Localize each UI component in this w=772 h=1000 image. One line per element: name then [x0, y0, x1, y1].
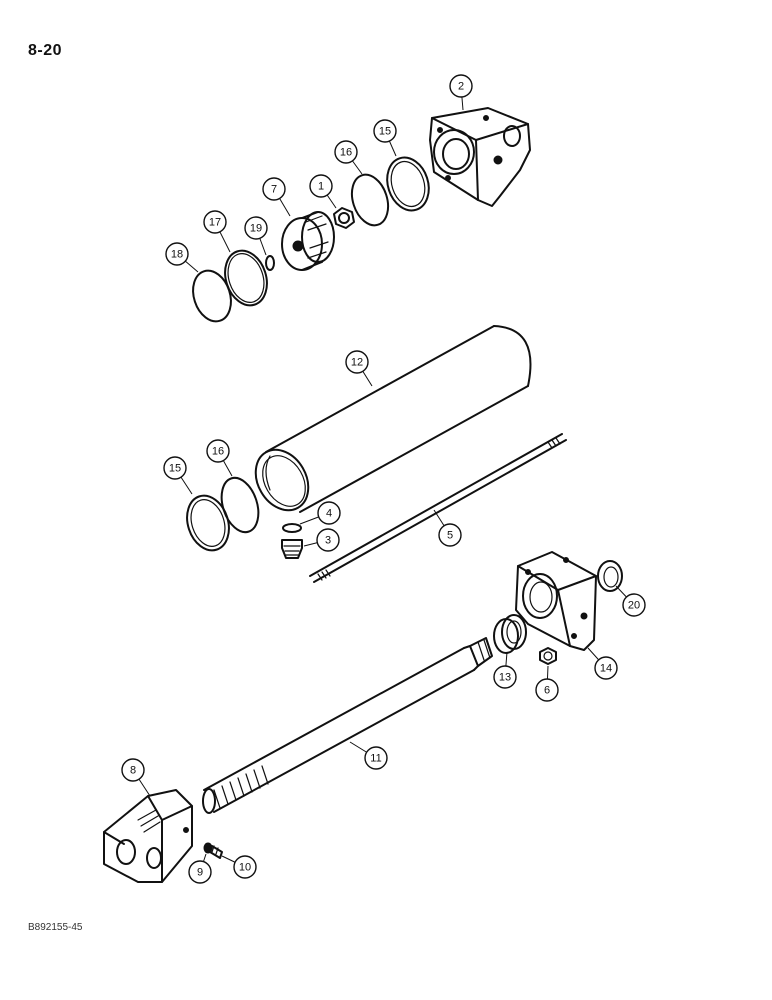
callout-label: 16 [212, 446, 224, 458]
callout-label: 7 [271, 184, 277, 196]
callout-rod-seal: 13 [493, 665, 517, 689]
callout-circle [364, 746, 388, 770]
callout-circle [188, 860, 212, 884]
callout-circle [163, 456, 187, 480]
callout-piston-rod: 11 [364, 746, 388, 770]
callout-label: 11 [370, 753, 381, 765]
piston [281, 211, 335, 271]
callout-wiper: 20 [622, 593, 646, 617]
callout-piston: 7 [262, 177, 286, 201]
o-ring-upper [350, 173, 390, 227]
callout-circle [438, 523, 462, 547]
callout-rod-nut: 6 [535, 678, 559, 702]
callout-o-ring-lower: 16 [206, 439, 230, 463]
callout-grease-fitting: 10 [233, 855, 257, 879]
callout-label: 16 [340, 147, 352, 159]
callout-label: 14 [600, 663, 612, 675]
seal-ring [192, 269, 232, 323]
callout-tie-rod: 5 [438, 523, 462, 547]
callout-label: 12 [351, 357, 363, 369]
callout-circle [535, 678, 559, 702]
callout-circle [345, 350, 369, 374]
tie-rod [309, 433, 567, 583]
callout-label: 15 [169, 463, 181, 475]
callout-label: 8 [130, 765, 136, 777]
page-number: 8-20 [28, 42, 63, 59]
callout-small-o-ring: 19 [244, 216, 268, 240]
callout-fitting: 3 [316, 528, 340, 552]
callout-backup-ring-lower: 15 [163, 456, 187, 480]
fitting-o-ring [282, 523, 302, 533]
callout-label: 15 [379, 126, 391, 138]
callout-backup-ring-upper: 15 [373, 119, 397, 143]
grease-fitting [209, 845, 223, 859]
rod-end-cap [515, 551, 597, 651]
callout-o-ring-upper: 16 [334, 140, 358, 164]
end-cap [429, 107, 531, 207]
callout-circle [244, 216, 268, 240]
callout-set-screw: 9 [188, 860, 212, 884]
callout-circle [233, 855, 257, 879]
callout-label: 1 [318, 181, 324, 193]
callout-circle [165, 242, 189, 266]
callout-circle [206, 439, 230, 463]
callout-circle [622, 593, 646, 617]
callout-label: 2 [458, 81, 464, 93]
callout-end-cap: 2 [449, 74, 473, 98]
backup-ring-lower [186, 494, 230, 552]
callout-wear-ring: 17 [203, 210, 227, 234]
callout-circle [317, 501, 341, 525]
callout-circle [121, 758, 145, 782]
callout-circle [373, 119, 397, 143]
figure-code: B892155-45 [28, 922, 83, 933]
callout-label: 10 [239, 862, 251, 874]
callout-circle [309, 174, 333, 198]
callout-label: 6 [544, 685, 550, 697]
callout-label: 13 [499, 672, 511, 684]
callout-label: 17 [209, 217, 221, 229]
callout-label: 18 [171, 249, 183, 261]
callout-rod-end-cap: 14 [594, 656, 618, 680]
callout-circle [449, 74, 473, 98]
callout-label: 4 [326, 508, 332, 520]
rod-nut [539, 647, 557, 665]
callout-label: 19 [250, 223, 262, 235]
callout-label: 9 [197, 867, 203, 879]
callout-circle [594, 656, 618, 680]
rod-seal [493, 614, 527, 654]
callout-label: 5 [447, 530, 453, 542]
backup-ring-upper [386, 156, 430, 212]
callout-clevis: 8 [121, 758, 145, 782]
callout-seal-ring: 18 [165, 242, 189, 266]
callout-fitting-o-ring: 4 [317, 501, 341, 525]
callout-circle [316, 528, 340, 552]
callout-cylinder-barrel: 12 [345, 350, 369, 374]
nut [333, 207, 355, 229]
small-o-ring [265, 255, 275, 271]
callout-circle [493, 665, 517, 689]
callout-label: 20 [628, 600, 640, 612]
callout-circle [262, 177, 286, 201]
callout-nut: 1 [309, 174, 333, 198]
clevis [103, 789, 193, 883]
wiper [597, 560, 623, 592]
callout-circle [203, 210, 227, 234]
wear-ring [224, 249, 268, 307]
callout-circle [334, 140, 358, 164]
callout-label: 3 [325, 535, 331, 547]
cylinder-barrel [254, 325, 532, 513]
fitting [281, 539, 303, 559]
piston-rod [202, 637, 493, 814]
